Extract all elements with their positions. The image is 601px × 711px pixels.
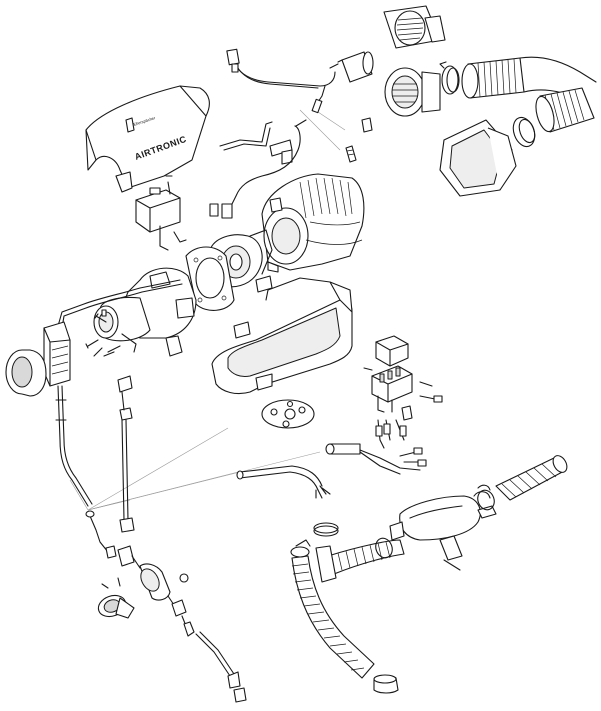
sensor-bracket bbox=[219, 121, 293, 165]
fuse-wiring bbox=[325, 419, 427, 475]
fan-grille-left bbox=[5, 349, 47, 397]
main-connector bbox=[43, 321, 71, 387]
control-unit-bracket bbox=[135, 175, 187, 251]
air-outlet-square bbox=[439, 119, 517, 197]
harness-down-left bbox=[55, 385, 93, 507]
fuse-holder bbox=[363, 365, 443, 421]
fuel-pump-bracket bbox=[97, 573, 189, 619]
mounting-gasket bbox=[261, 399, 315, 429]
exhaust-pipe-left bbox=[315, 539, 405, 583]
glow-plug bbox=[329, 51, 374, 163]
flexible-duct-lower bbox=[535, 87, 595, 133]
relay bbox=[375, 335, 409, 367]
fuel-line-clips bbox=[117, 375, 135, 533]
heater-cover: Eberspächer AIRTRONIC bbox=[85, 85, 210, 193]
exhaust-clamps bbox=[375, 489, 495, 559]
exhaust-silencer bbox=[389, 495, 497, 571]
leader-lines bbox=[69, 109, 346, 511]
exhaust-flex-pipe bbox=[290, 522, 375, 679]
cable-loom bbox=[236, 465, 331, 499]
wire-loop bbox=[209, 119, 307, 219]
small-screws-left bbox=[85, 309, 115, 357]
air-outlet-grille-top bbox=[383, 5, 446, 49]
gasket-plate bbox=[185, 246, 235, 311]
cover-logo-text: Eberspächer bbox=[133, 115, 157, 127]
exhaust-end-cap bbox=[373, 674, 399, 694]
combustion-air-fan bbox=[93, 267, 197, 357]
hose-clamp-lower bbox=[512, 116, 536, 148]
lower-housing bbox=[211, 277, 353, 395]
wiring-harness-top bbox=[226, 48, 336, 114]
air-outlet-round bbox=[384, 67, 441, 117]
hose-clamp-top bbox=[439, 61, 460, 95]
exhaust-pipe-right bbox=[473, 455, 568, 501]
harness-to-connector bbox=[57, 279, 183, 329]
fuel-pump-chain bbox=[85, 510, 247, 703]
heat-exchanger bbox=[261, 173, 365, 273]
